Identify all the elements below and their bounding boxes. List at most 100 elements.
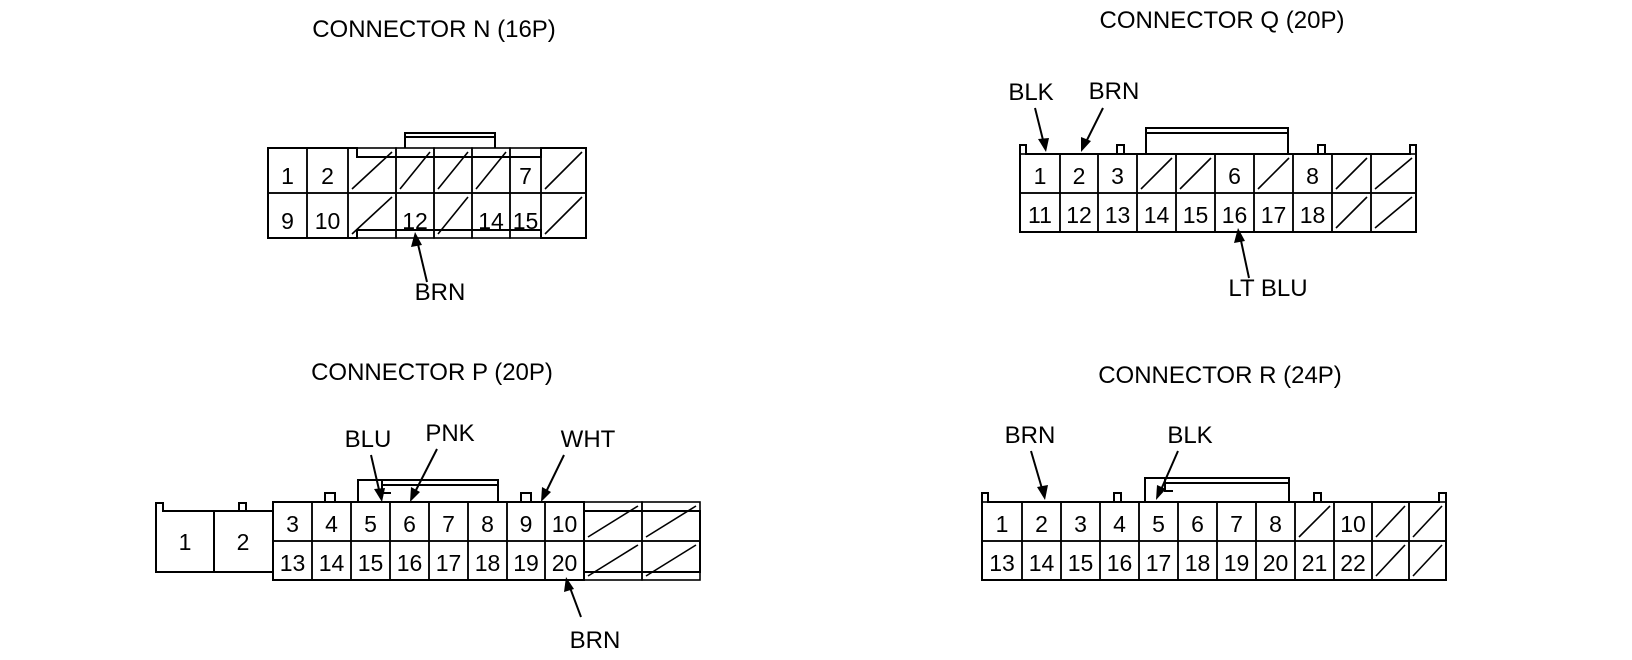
p-pin-9: 9 <box>520 511 533 537</box>
p-cavity <box>641 540 701 581</box>
q-empty-cavity-slash <box>1374 196 1413 229</box>
connector-q-latch <box>1145 127 1289 154</box>
n-pin-10: 10 <box>315 208 341 234</box>
r-pin-19: 19 <box>1224 550 1250 576</box>
n-empty-cavity-slash <box>437 151 469 190</box>
connector-r-latch <box>1144 477 1290 502</box>
r-pin-2: 2 <box>1035 511 1048 537</box>
n-pin-12: 12 <box>402 208 428 234</box>
r-pin-4: 4 <box>1113 511 1126 537</box>
n-pin-1: 1 <box>281 163 294 189</box>
q-empty-cavity-slash <box>1374 157 1413 190</box>
p-empty-cavity-slash <box>645 505 697 538</box>
n-pin-9: 9 <box>281 208 294 234</box>
p-pin-4: 4 <box>325 511 338 537</box>
r-pin-16: 16 <box>1107 550 1133 576</box>
p-pin-5: 5 <box>364 511 377 537</box>
n-pin-7: 7 <box>519 163 532 189</box>
r-cavity <box>1408 540 1447 581</box>
p-pin-20: 20 <box>552 550 578 576</box>
q-pin-15: 15 <box>1183 202 1209 228</box>
q-pin-6: 6 <box>1228 163 1241 189</box>
q-cavity <box>1370 192 1417 233</box>
connector-p-wire-label-blu: BLU <box>345 426 392 453</box>
q-pin-8: 8 <box>1306 163 1319 189</box>
q-pin-2: 2 <box>1073 163 1086 189</box>
connector-r-wire-label-brn: BRN <box>1005 422 1056 449</box>
p-empty-cavity-slash <box>587 505 639 538</box>
q-empty-cavity-slash <box>1257 157 1290 190</box>
q-pin-18: 18 <box>1300 202 1326 228</box>
r-pin-21: 21 <box>1302 550 1328 576</box>
r-empty-cavity-slash <box>1412 505 1443 538</box>
n-empty-cavity-slash <box>351 196 393 235</box>
connector-n-title: CONNECTOR N (16P) <box>312 16 556 43</box>
connector-q-title: CONNECTOR Q (20P) <box>1100 7 1345 34</box>
n-pin-15: 15 <box>513 208 539 234</box>
p-pin-7: 7 <box>442 511 455 537</box>
r-pin-13: 13 <box>989 550 1015 576</box>
q-pin-3: 3 <box>1111 163 1124 189</box>
p-pin-16: 16 <box>397 550 423 576</box>
q-pin-16: 16 <box>1222 202 1248 228</box>
connector-p-latch <box>357 479 499 502</box>
n-pin-2: 2 <box>321 163 334 189</box>
n-pin-14: 14 <box>478 208 504 234</box>
p-pin-13: 13 <box>280 550 306 576</box>
q-empty-cavity-slash <box>1179 157 1212 190</box>
r-pin-17: 17 <box>1146 550 1172 576</box>
connector-n-latch <box>404 132 496 148</box>
q-empty-cavity-slash <box>1335 196 1368 229</box>
r-pin-1: 1 <box>996 511 1009 537</box>
connector-p-wire-label-pnk: PNK <box>425 420 474 447</box>
p-empty-cavity-slash <box>645 544 697 577</box>
q-pin-17: 17 <box>1261 202 1287 228</box>
p-empty-cavity-slash <box>587 544 639 577</box>
p-pin-14: 14 <box>319 550 345 576</box>
p-pin-10: 10 <box>552 511 578 537</box>
connector-p-wire-label-brn: BRN <box>570 627 621 654</box>
r-empty-cavity-slash <box>1298 505 1331 538</box>
connector-p-title: CONNECTOR P (20P) <box>311 359 553 386</box>
connector-p-wire-label-wht: WHT <box>561 426 616 453</box>
q-empty-cavity-slash <box>1140 157 1173 190</box>
n-empty-cavity-slash <box>351 151 393 190</box>
r-pin-15: 15 <box>1068 550 1094 576</box>
n-cavity <box>540 192 587 239</box>
r-pin-7: 7 <box>1230 511 1243 537</box>
connector-r-title: CONNECTOR R (24P) <box>1098 362 1342 389</box>
r-empty-cavity-slash <box>1375 505 1406 538</box>
n-empty-cavity-slash <box>437 196 469 235</box>
p-pin-6: 6 <box>403 511 416 537</box>
connector-q-wire-label-ltblu: LT BLU <box>1228 275 1307 302</box>
q-pin-14: 14 <box>1144 202 1170 228</box>
n-empty-cavity-slash <box>544 196 583 235</box>
q-pin-11: 11 <box>1028 202 1052 228</box>
n-empty-cavity-slash <box>399 151 431 190</box>
r-pin-22: 22 <box>1340 550 1366 576</box>
p-pin-17: 17 <box>436 550 462 576</box>
connector-p-pin-big-1: 1 <box>179 529 192 555</box>
r-empty-cavity-slash <box>1412 544 1443 577</box>
r-pin-10: 10 <box>1340 511 1366 537</box>
p-pin-18: 18 <box>475 550 501 576</box>
connector-n-wire-label: BRN <box>415 279 466 306</box>
q-pin-12: 12 <box>1066 202 1092 228</box>
r-pin-6: 6 <box>1191 511 1204 537</box>
q-pin-1: 1 <box>1034 163 1047 189</box>
connector-q-wire-label-brn: BRN <box>1089 78 1140 105</box>
connector-r-wire-label-blk: BLK <box>1167 422 1212 449</box>
p-pin-3: 3 <box>286 511 299 537</box>
q-pin-13: 13 <box>1105 202 1131 228</box>
r-empty-cavity-slash <box>1375 544 1406 577</box>
connector-p-pin-big-2: 2 <box>237 529 250 555</box>
r-pin-3: 3 <box>1074 511 1087 537</box>
